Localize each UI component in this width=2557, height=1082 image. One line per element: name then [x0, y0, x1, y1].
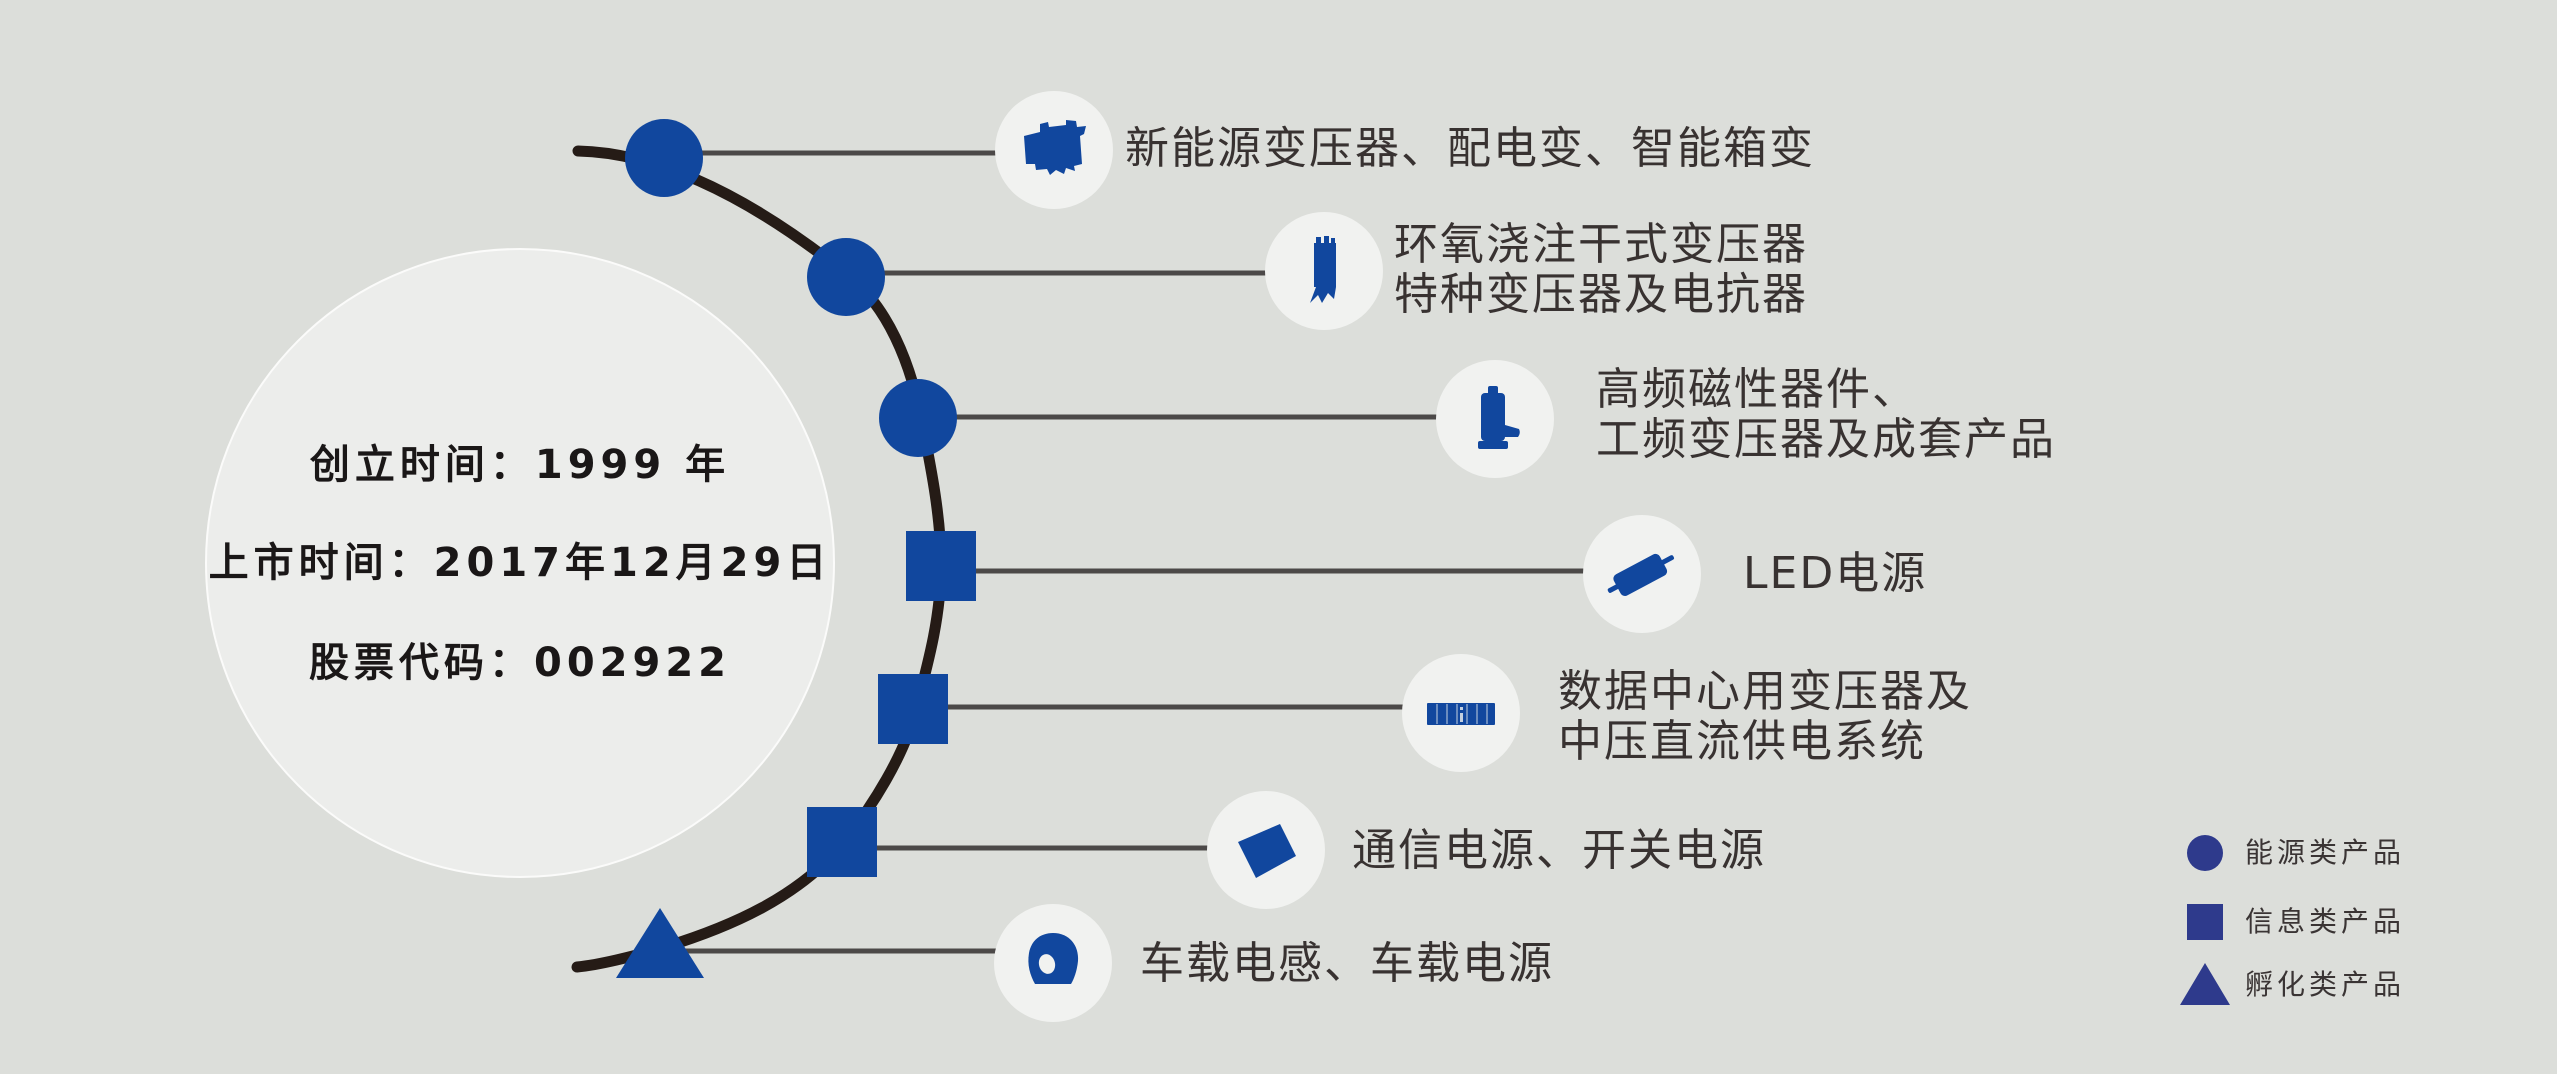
node-energy-1	[625, 119, 703, 197]
legend-square-marker	[2187, 904, 2223, 940]
product-row-label: LED电源	[1743, 549, 1927, 599]
product-icon-circle	[994, 904, 1112, 1022]
node-energy-2	[807, 238, 885, 316]
bottom-margin	[0, 1074, 2557, 1082]
legend-label-information: 信息类产品	[2245, 905, 2406, 938]
node-info-2	[878, 674, 948, 744]
label-line: 工频变压器及成套产品	[1596, 414, 2056, 465]
node-info-1	[906, 531, 976, 601]
product-icon-circle	[1207, 791, 1325, 909]
led-driver-icon	[1607, 553, 1675, 596]
product-row-label: 通信电源、开关电源	[1352, 826, 1766, 876]
product-icon-circle	[1265, 212, 1383, 330]
legend-circle-marker	[2187, 835, 2223, 871]
node-energy-3	[879, 379, 957, 457]
power-module-icon	[1238, 824, 1296, 878]
product-row-label: 环氧浇注干式变压器 特种变压器及电抗器	[1394, 220, 1808, 320]
legend-label-energy: 能源类产品	[2245, 836, 2406, 869]
label-line: 新能源变压器、配电变、智能箱变	[1125, 123, 1815, 174]
box-transformer-icon	[1024, 120, 1086, 175]
high-frequency-transformer-icon	[1478, 386, 1520, 449]
toroid-inductor-icon	[1028, 933, 1079, 984]
label-line: 数据中心用变压器及	[1558, 666, 1972, 717]
company-info-circle	[205, 248, 835, 878]
server-rack-icon	[1427, 703, 1495, 725]
label-line: 环氧浇注干式变压器	[1394, 219, 1808, 270]
product-icon-circle	[1436, 360, 1554, 478]
label-line: LED电源	[1743, 548, 1928, 599]
product-row-label: 数据中心用变压器及 中压直流供电系统	[1558, 667, 1972, 767]
stock-code-text: 股票代码：002922	[309, 640, 731, 686]
product-row-label: 高频磁性器件、 工频变压器及成套产品	[1596, 365, 2056, 465]
listed-date-text: 上市时间：2017年12月29日	[208, 540, 832, 586]
label-line: 高频磁性器件、	[1596, 364, 1918, 415]
label-line: 特种变压器及电抗器	[1394, 269, 1808, 320]
product-row-label: 车载电感、车载电源	[1140, 939, 1554, 989]
founded-date-text: 创立时间：1999 年	[309, 442, 731, 488]
legend-label-incubation: 孵化类产品	[2245, 968, 2406, 1001]
product-icon-circle	[995, 91, 1113, 209]
label-line: 车载电感、车载电源	[1140, 938, 1554, 989]
product-row-label: 新能源变压器、配电变、智能箱变	[1125, 124, 1815, 174]
label-line: 通信电源、开关电源	[1352, 825, 1766, 876]
product-icon-circle	[1583, 515, 1701, 633]
product-icon-circle	[1402, 654, 1520, 772]
node-info-3	[807, 807, 877, 877]
dry-type-transformer-icon	[1310, 236, 1336, 303]
label-line: 中压直流供电系统	[1558, 716, 1926, 767]
